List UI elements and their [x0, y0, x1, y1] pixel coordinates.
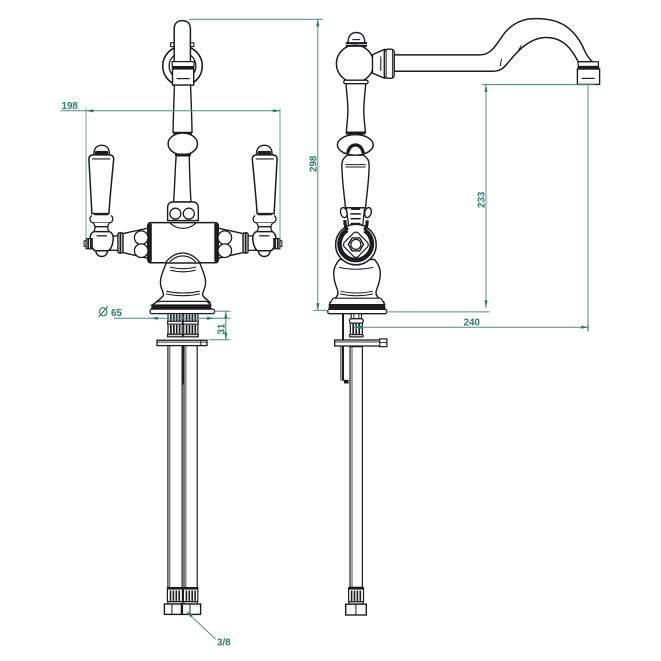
svg-text:3/8: 3/8 [217, 638, 231, 649]
svg-text:240: 240 [464, 317, 481, 328]
svg-text:198: 198 [62, 101, 79, 112]
svg-text:233: 233 [476, 191, 487, 208]
svg-text:31: 31 [217, 323, 228, 334]
svg-text:65: 65 [111, 308, 122, 319]
svg-text:298: 298 [308, 155, 319, 172]
